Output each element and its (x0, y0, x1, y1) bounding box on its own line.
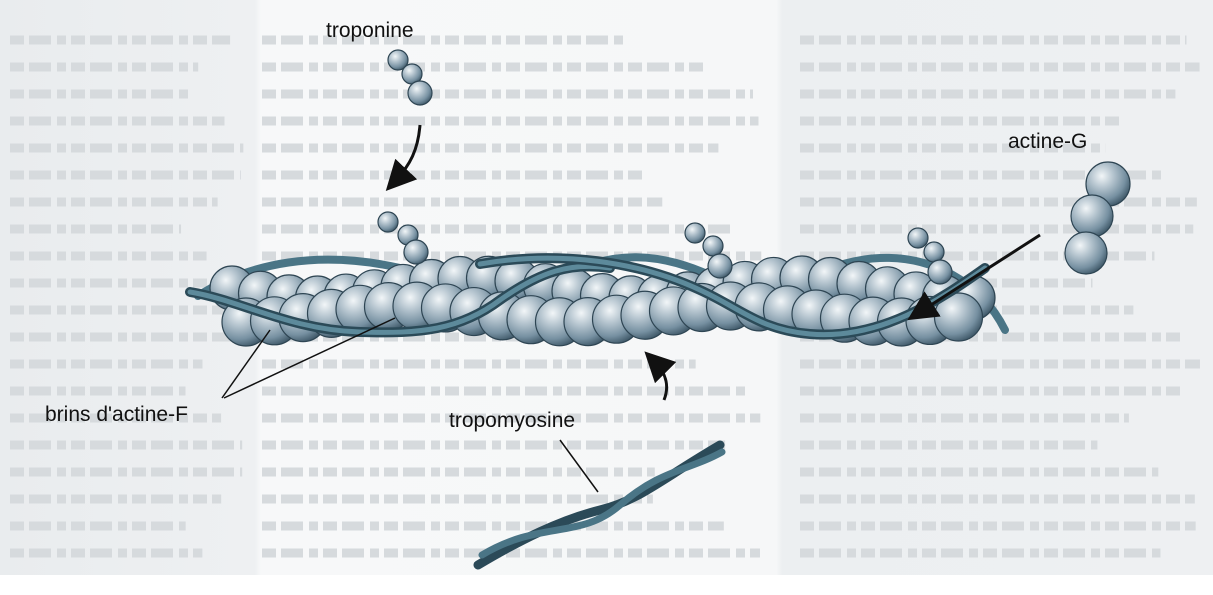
label-actine-g: actine-G (1008, 131, 1087, 152)
actin-g-monomer (1065, 232, 1107, 274)
free-troponin (388, 50, 432, 105)
label-tropomyosine: tropomyosine (449, 410, 575, 431)
actin-g-monomer (1071, 195, 1113, 237)
troponin-subunit (404, 240, 428, 264)
troponin-subunit (928, 260, 952, 284)
free-tropomyosin-strand-b (482, 452, 722, 555)
troponin-subunit (685, 223, 705, 243)
troponin-subunit (703, 236, 723, 256)
troponin-subunit (378, 212, 398, 232)
free-actin-g (1065, 162, 1130, 274)
troponin-arrow (396, 125, 420, 180)
label-troponine: troponine (326, 20, 414, 41)
free-tropomyosin-strand-a (478, 445, 720, 565)
troponin-subunit (408, 81, 432, 105)
tropomyosin-arrow (655, 362, 667, 400)
label-brins-actine-f: brins d'actine-F (45, 404, 188, 425)
troponin-subunit (908, 228, 928, 248)
tropomyosine-leader (560, 440, 598, 492)
troponin-subunit (924, 242, 944, 262)
troponin-subunit (708, 254, 732, 278)
